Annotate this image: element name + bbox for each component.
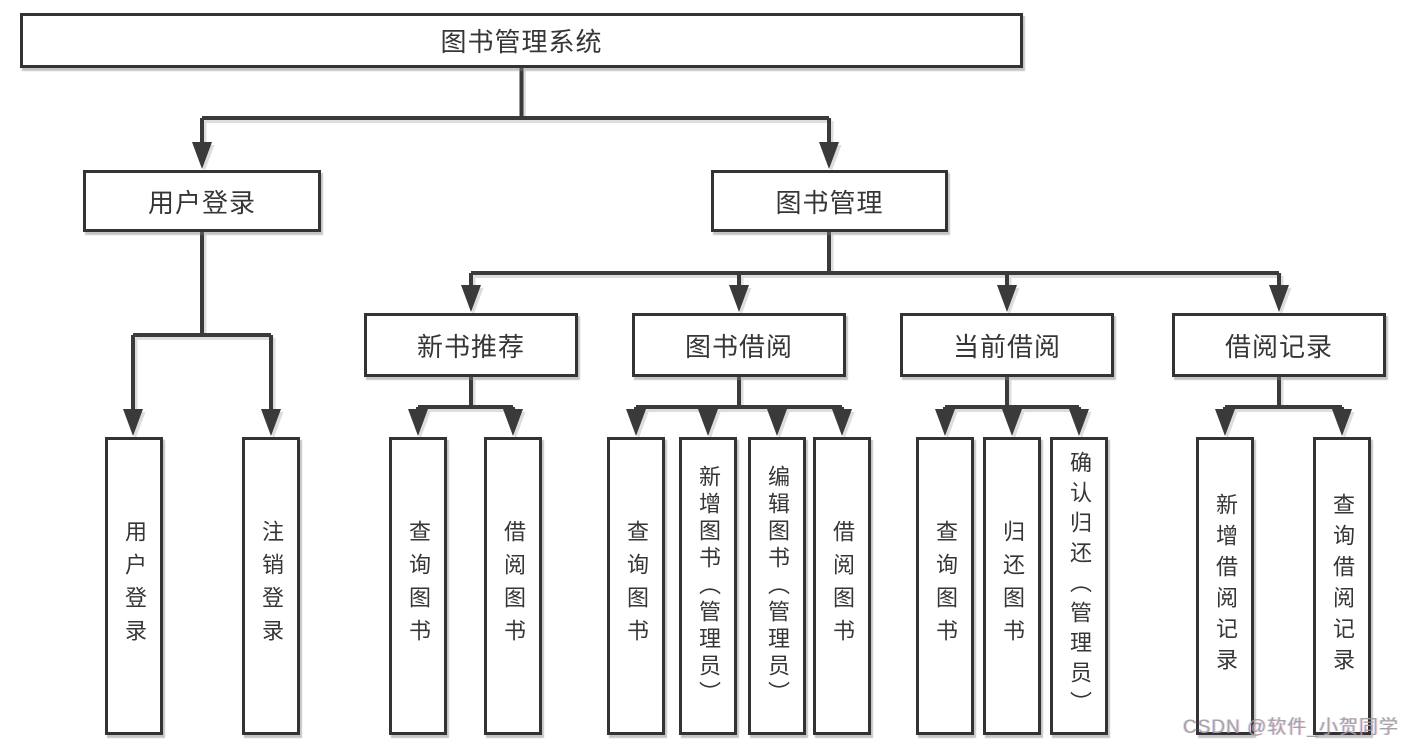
node-user-login: 用户登录 [83,170,321,232]
leaf-label: 查询图书 [933,520,958,652]
node-borrowing-records: 借阅记录 [1172,313,1386,377]
leaf-query-books-recommend: 查询图书 [389,437,447,735]
csdn-watermark: CSDN @软件_小贺同学 [1183,717,1399,738]
node-new-book-recommendation: 新书推荐 [364,313,578,377]
node-label: 图书借阅 [684,331,793,362]
node-label: 新书推荐 [416,331,525,362]
leaf-label: 编辑图书（管理员） [765,464,790,708]
leaf-label: 确认归还（管理员） [1067,451,1092,721]
leaf-label: 归还图书 [1000,520,1025,652]
leaf-label: 查询借阅记录 [1330,493,1355,679]
leaf-return-books: 归还图书 [983,437,1041,735]
node-book-management: 图书管理 [711,170,948,232]
leaf-add-borrow-record: 新增借阅记录 [1196,437,1254,735]
leaf-label: 借阅图书 [501,520,526,652]
node-label: 当前借阅 [952,331,1061,362]
node-current-borrowing: 当前借阅 [900,313,1114,377]
leaf-edit-books-admin: 编辑图书（管理员） [748,437,806,735]
leaf-logout-login: 注销登录 [242,437,300,735]
leaf-query-borrow-record: 查询借阅记录 [1313,437,1371,735]
leaf-query-books-borrowing: 查询图书 [607,437,665,735]
node-label: 图书管理系统 [440,27,603,57]
leaf-confirm-return-admin: 确认归还（管理员） [1050,437,1108,735]
leaf-query-books-current: 查询图书 [916,437,974,735]
node-label: 借阅记录 [1224,331,1333,362]
leaf-label: 注销登录 [259,520,284,652]
leaf-label: 查询图书 [406,520,431,652]
leaf-user-login: 用户登录 [105,437,163,735]
node-library-management-system: 图书管理系统 [20,13,1023,68]
leaf-label: 用户登录 [122,520,147,652]
node-label: 用户登录 [147,187,256,218]
leaf-borrow-books: 借阅图书 [813,437,871,735]
node-book-borrowing: 图书借阅 [632,313,846,377]
leaf-label: 查询图书 [624,520,649,652]
arrowhead-icons [123,142,1352,436]
leaf-borrow-books-recommend: 借阅图书 [484,437,542,735]
leaf-label: 借阅图书 [830,520,855,652]
leaf-label: 新增借阅记录 [1213,493,1238,679]
node-label: 图书管理 [775,187,884,218]
leaf-add-books-admin: 新增图书（管理员） [679,437,737,735]
leaf-label: 新增图书（管理员） [696,464,721,708]
